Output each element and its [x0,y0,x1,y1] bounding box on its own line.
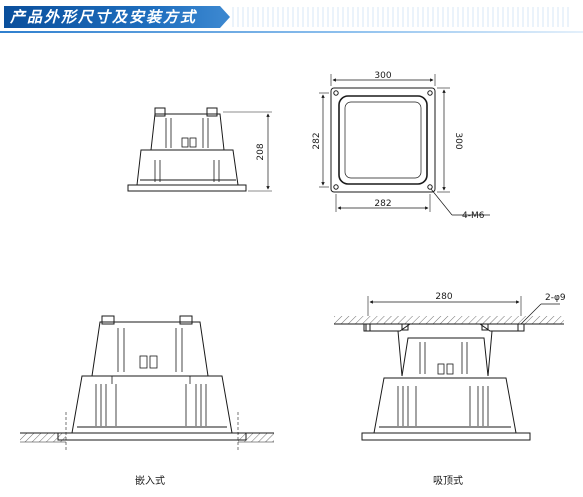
dim-left-height: 282 [312,132,322,149]
title-banner-tip [220,6,230,28]
dim-top-width: 300 [374,71,391,81]
dim-right-height: 300 [453,132,463,149]
screw-note: 4-M6 [462,211,485,221]
ceiling-view [334,296,564,441]
caption-embedded: 嵌入式 [135,474,165,487]
section-header: 产品外形尺寸及安装方式 [0,0,583,34]
header-rule [0,31,583,33]
section-title: 产品外形尺寸及安装方式 [10,8,198,26]
hole-note: 2-φ9 [545,293,566,303]
side-view [127,107,272,192]
top-view [319,74,490,216]
embedded-view [20,315,274,452]
dim-ceiling-width: 280 [435,292,452,302]
title-banner [4,6,220,28]
dim-side-height: 208 [256,143,266,160]
caption-ceiling: 吸顶式 [433,474,463,487]
dim-bottom-width: 282 [374,199,391,209]
header-stripes [232,7,572,27]
